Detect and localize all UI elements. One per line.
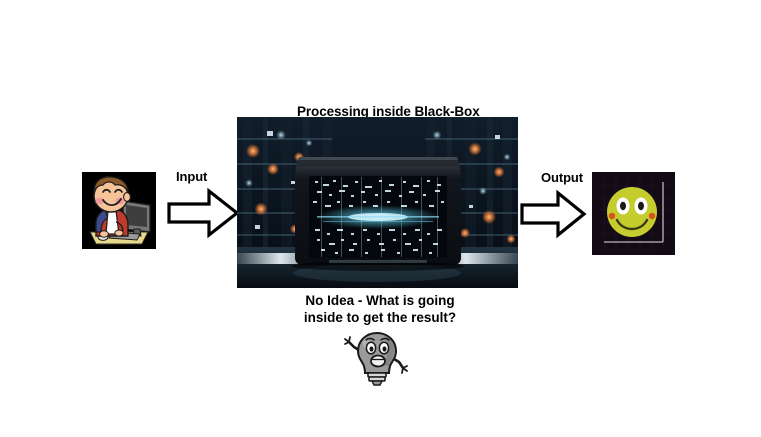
input-flow-arrow [166, 186, 240, 240]
black-box-title: Processing inside Black-Box [297, 104, 480, 119]
right-arrow-icon [520, 189, 587, 239]
black-box-image [237, 117, 518, 288]
right-arrow-icon [167, 187, 240, 239]
caption-line-2: inside to get the result? [303, 310, 457, 325]
confused-lightbulb-character [337, 330, 417, 386]
output-result-panel [592, 172, 675, 255]
user-at-computer-icon [82, 172, 156, 249]
lightbulb-character-icon [344, 331, 408, 386]
black-box-caption: No Idea - What is going inside to get th… [265, 292, 495, 326]
input-user-clipart-panel [82, 172, 156, 249]
output-arrow-label: Output [541, 170, 583, 185]
smiley-result-icon [592, 172, 675, 255]
output-flow-arrow [519, 188, 587, 240]
black-box-processing-graphic [237, 117, 518, 288]
input-arrow-label: Input [176, 169, 208, 184]
caption-line-1: No Idea - What is going [305, 293, 455, 308]
